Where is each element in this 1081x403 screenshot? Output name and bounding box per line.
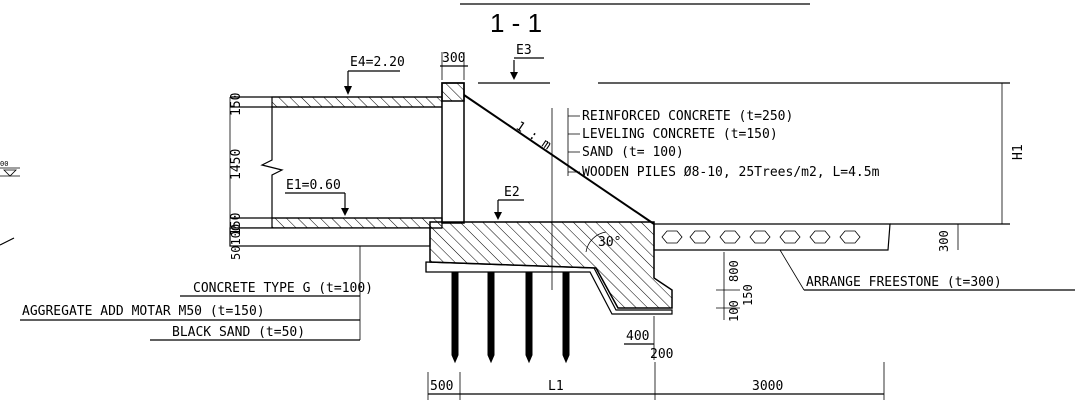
dim-150-right: 150 (741, 284, 755, 306)
wall-cap (441, 82, 465, 102)
dim-1450: 1450 (229, 149, 244, 180)
layer-black-sand: BLACK SAND (t=50) (172, 325, 305, 340)
slope-line (463, 94, 655, 225)
water-level-symbol: 00 (0, 160, 20, 177)
dim-l1: L1 (548, 379, 564, 394)
section-title: 1 - 1 (490, 8, 542, 38)
dim-800: 800 (727, 260, 741, 282)
layer-leveling-concrete: LEVELING CONCRETE (t=150) (582, 127, 778, 142)
retaining-wall (441, 82, 465, 224)
lower-slab (271, 217, 443, 229)
slope-label: 1 : m (513, 119, 554, 153)
foundation-block (429, 221, 673, 309)
elevation-e2: E2 (504, 185, 520, 200)
freestone-layer (653, 223, 891, 251)
layer-wooden-piles: WOODEN PILES Ø8-10, 25Trees/m2, L=4.5m (582, 165, 880, 180)
dim-300-right: 300 (937, 230, 951, 252)
dim-500: 500 (430, 379, 453, 394)
freestone-hexagons (661, 230, 861, 244)
dim-150-bottom: 150 (229, 213, 244, 236)
dim-150-top: 150 (229, 93, 244, 116)
left-ground-tick (0, 237, 15, 246)
break-symbol (260, 107, 284, 218)
elevation-e3: E3 (516, 43, 532, 58)
dim-3000: 3000 (752, 379, 783, 394)
layer-concrete-type-g: CONCRETE TYPE G (t=100) (193, 281, 373, 296)
elevation-e1: E1=0.60 (286, 178, 341, 193)
layer-reinforced-concrete: REINFORCED CONCRETE (t=250) (582, 109, 793, 124)
dim-300-top: 300 (442, 51, 465, 66)
freestone-label: ARRANGE FREESTONE (t=300) (806, 275, 1002, 290)
h1-label: H1 (1011, 144, 1026, 160)
dim-50100: 50100 (229, 224, 243, 260)
water-level-label: 00 (0, 160, 8, 168)
angle-label: 30° (598, 235, 621, 250)
upper-slab (271, 96, 443, 108)
leveling-layer (425, 261, 673, 315)
wooden-piles (451, 271, 570, 364)
layer-sand: SAND (t= 100) (582, 145, 684, 160)
lower-slab-base (229, 227, 431, 247)
layer-aggregate-motar: AGGREGATE ADD MOTAR M50 (t=150) (22, 304, 265, 319)
dim-100: 100 (727, 300, 741, 322)
dim-400: 400 (626, 329, 649, 344)
dim-200: 200 (650, 347, 673, 362)
elevation-e4: E4=2.20 (350, 55, 405, 70)
